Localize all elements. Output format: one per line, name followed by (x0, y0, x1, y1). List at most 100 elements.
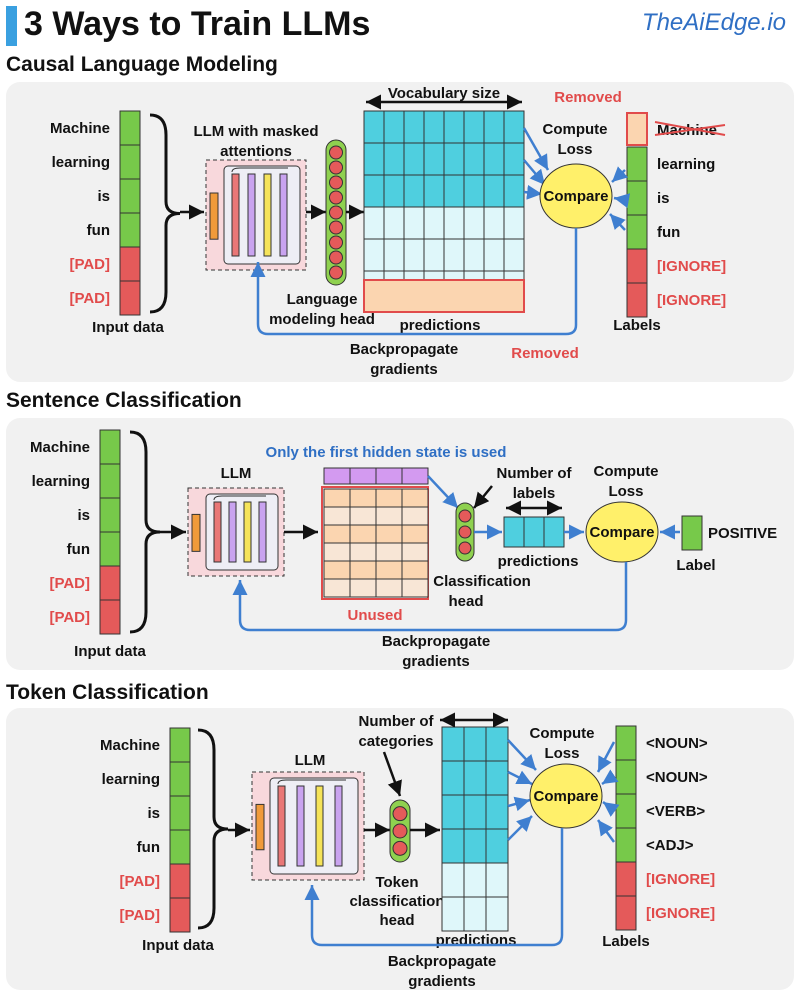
token-preds-cell-5-0 (441, 896, 465, 932)
causal-strikethrough (654, 121, 726, 136)
causal-vocab-cell-3-0 (363, 206, 385, 240)
sentence-unused-cell-1-0 (323, 506, 351, 526)
sentence-input-label-1: learning (32, 473, 90, 490)
sentence-unused-caption: Unused (347, 607, 402, 624)
sentence-input-label-5: [PAD] (49, 609, 90, 626)
sentence-backprop-2: gradients (402, 653, 470, 670)
token-preds-cell-2-0 (441, 794, 465, 830)
causal-head-neuron-5 (329, 220, 343, 235)
causal-head-neuron-4 (329, 205, 343, 220)
causal-vocab-cell-4-7 (503, 238, 525, 272)
causal-label-label-2: fun (657, 224, 680, 241)
token-backprop (304, 828, 564, 947)
token-llm-residual (277, 779, 346, 785)
sentence-predictions: predictions (498, 553, 579, 570)
causal-compare-label: Compare (543, 188, 608, 205)
causal-label-cell-4 (626, 282, 648, 318)
sentence-arrow-first (427, 475, 459, 509)
sentence-unused-cell-2-0 (323, 524, 351, 544)
token-label-cell-1 (615, 759, 637, 795)
token-backprop-2: gradients (408, 973, 476, 990)
page-title: 3 Ways to Train LLMs (24, 5, 371, 43)
token-label-label-0: <NOUN> (646, 735, 708, 752)
token-preds-cell-1-2 (485, 760, 509, 796)
token-preds-cell-2-2 (485, 794, 509, 830)
sentence-input-cell-2 (99, 497, 121, 533)
sentence-unused-cell-5-2 (375, 578, 403, 598)
token-preds-cell-5-2 (485, 896, 509, 932)
token-preds-cell-3-0 (441, 828, 465, 864)
token-input-label-4: [PAD] (119, 873, 160, 890)
token-preds-cell-1-1 (463, 760, 487, 796)
token-label-cell-2 (615, 793, 637, 829)
token-preds-cell-1-0 (441, 760, 465, 796)
sentence-unused-cell-1-1 (349, 506, 377, 526)
sentence-unused-cell-3-1 (349, 542, 377, 562)
sentence-arrow-numlabels (473, 485, 493, 509)
causal-vocab-cell-1-0 (363, 142, 385, 176)
causal-input-label-1: learning (52, 154, 110, 171)
sentence-unused-cell-5-1 (349, 578, 377, 598)
causal-vocab-cell-3-7 (503, 206, 525, 240)
token-preds-cell-4-2 (485, 862, 509, 898)
causal-input-cell-0 (119, 110, 141, 146)
causal-vocab-cell-0-7 (503, 110, 525, 144)
sentence-unused-cell-3-2 (375, 542, 403, 562)
sentence-compare-label: Compare (589, 524, 654, 541)
sentence-input-label-2: is (77, 507, 90, 524)
token-arrow-p3 (507, 796, 531, 812)
token-preds-cell-0-2 (485, 726, 509, 762)
sentence-llm-embed (191, 513, 201, 552)
token-input-label-3: fun (137, 839, 160, 856)
causal-vocab-cell-4-4 (443, 238, 465, 272)
causal-vocab-cell-0-6 (483, 110, 505, 144)
causal-vocab-cell-0-0 (363, 110, 385, 144)
causal-backprop-2: gradients (370, 361, 438, 378)
token-preds-cell-3-1 (463, 828, 487, 864)
causal-input-cell-1 (119, 144, 141, 180)
causal-backprop-1: Backpropagate (350, 341, 458, 358)
token-preds-cell-4-1 (463, 862, 487, 898)
sentence-unused-cell-4-2 (375, 560, 403, 580)
causal-vocab-cell-0-5 (463, 110, 485, 144)
token-labels-caption: Labels (602, 933, 650, 950)
sentence-unused-cell-0-2 (375, 488, 403, 508)
causal-vocab-cell-3-3 (423, 206, 445, 240)
causal-head-caption-1: Language (287, 291, 358, 308)
sentence-head-caption-1: Classification (433, 573, 531, 590)
sentence-llm-layer-3 (258, 501, 267, 563)
sentence-unused-cell-4-1 (349, 560, 377, 580)
causal-label-label-4: [IGNORE] (657, 292, 726, 309)
token-head-neuron-2 (392, 840, 408, 856)
token-label-cell-0 (615, 725, 637, 761)
causal-vocab-cell-2-0 (363, 174, 385, 208)
causal-arrow-p3 (523, 184, 543, 200)
causal-head-neuron-6 (329, 235, 343, 250)
sentence-first-state-cell-0-2 (375, 467, 403, 485)
causal-llm-layer-3 (279, 173, 288, 257)
sentence-unused-cell-4-0 (323, 560, 351, 580)
token-preds-cell-5-1 (463, 896, 487, 932)
causal-arrow-l1 (611, 166, 629, 183)
token-preds-cell-2-1 (463, 794, 487, 830)
token-label-label-2: <VERB> (646, 803, 705, 820)
causal-input-label-5: [PAD] (69, 290, 110, 307)
token-label-label-3: <ADJ> (646, 837, 694, 854)
sentence-preds-cell-0-1 (523, 516, 545, 548)
causal-brace (149, 113, 181, 314)
causal-label-cell-1 (626, 180, 648, 216)
token-preds-cell-3-2 (485, 828, 509, 864)
token-input-cell-4 (169, 863, 191, 899)
causal-vocab-cell-3-4 (443, 206, 465, 240)
causal-vocab-cell-2-7 (503, 174, 525, 208)
sentence-first-state-cell-0-1 (349, 467, 377, 485)
causal-input-label-0: Machine (50, 120, 110, 137)
sentence-label-value: POSITIVE (708, 525, 777, 542)
sentence-numlabels-1: Number of (497, 465, 573, 482)
causal-input-cell-4 (119, 246, 141, 282)
token-label-cell-5 (615, 895, 637, 931)
causal-head-neuron-3 (329, 190, 343, 205)
token-arrow-p4 (507, 815, 533, 841)
causal-input-label-2: is (97, 188, 110, 205)
token-arrow-l3 (602, 800, 620, 817)
